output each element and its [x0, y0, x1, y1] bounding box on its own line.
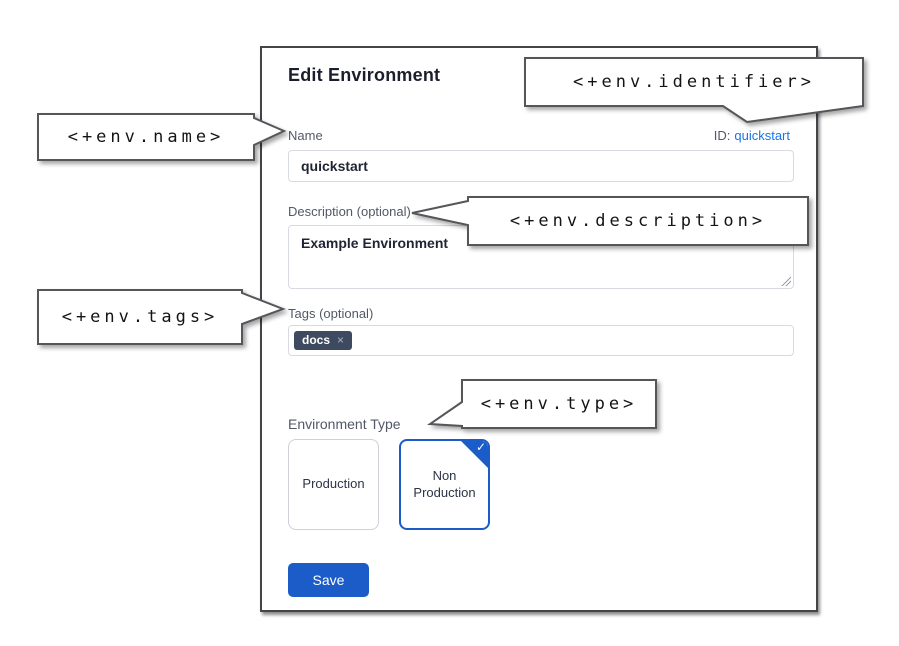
tag-chip-label: docs	[302, 332, 331, 347]
env-type-card-non-production[interactable]: Non Production ✓	[399, 439, 490, 530]
save-button[interactable]: Save	[288, 563, 369, 597]
textarea-resize-handle[interactable]	[781, 276, 791, 286]
env-type-card-label: Non Production	[413, 467, 476, 500]
callout-env-identifier: <+env.identifier>	[524, 57, 864, 124]
identifier-link[interactable]: quickstart	[734, 128, 790, 143]
tag-chip: docs ×	[294, 330, 353, 351]
check-icon: ✓	[475, 440, 486, 454]
tags-label: Tags (optional)	[288, 306, 374, 321]
callout-env-tags-text: <+env.tags>	[61, 307, 219, 327]
callout-env-tags: <+env.tags>	[37, 289, 286, 345]
edit-environment-panel: Edit Environment Name ID:quickstart Desc…	[260, 46, 818, 612]
environment-type-label: Environment Type	[288, 416, 401, 432]
remove-tag-icon[interactable]: ×	[337, 332, 345, 347]
tags-input[interactable]: docs ×	[288, 325, 794, 356]
callout-env-description: <+env.description>	[411, 196, 809, 246]
identifier-row: ID:quickstart	[714, 128, 790, 143]
name-label: Name	[288, 128, 323, 143]
callout-env-description-text: <+env.description>	[509, 211, 767, 231]
page-title: Edit Environment	[288, 65, 441, 85]
callout-env-name-text: <+env.name>	[67, 127, 225, 147]
env-type-card-production[interactable]: Production	[288, 439, 379, 530]
callout-env-identifier-text: <+env.identifier>	[573, 72, 815, 92]
callout-env-name: <+env.name>	[37, 113, 287, 161]
description-label: Description (optional)	[288, 204, 411, 219]
env-type-card-label: Production	[302, 476, 365, 492]
callout-env-type-text: <+env.type>	[480, 394, 638, 414]
callout-env-type: <+env.type>	[427, 379, 657, 429]
id-label: ID:	[713, 128, 731, 143]
name-input[interactable]	[288, 150, 794, 182]
